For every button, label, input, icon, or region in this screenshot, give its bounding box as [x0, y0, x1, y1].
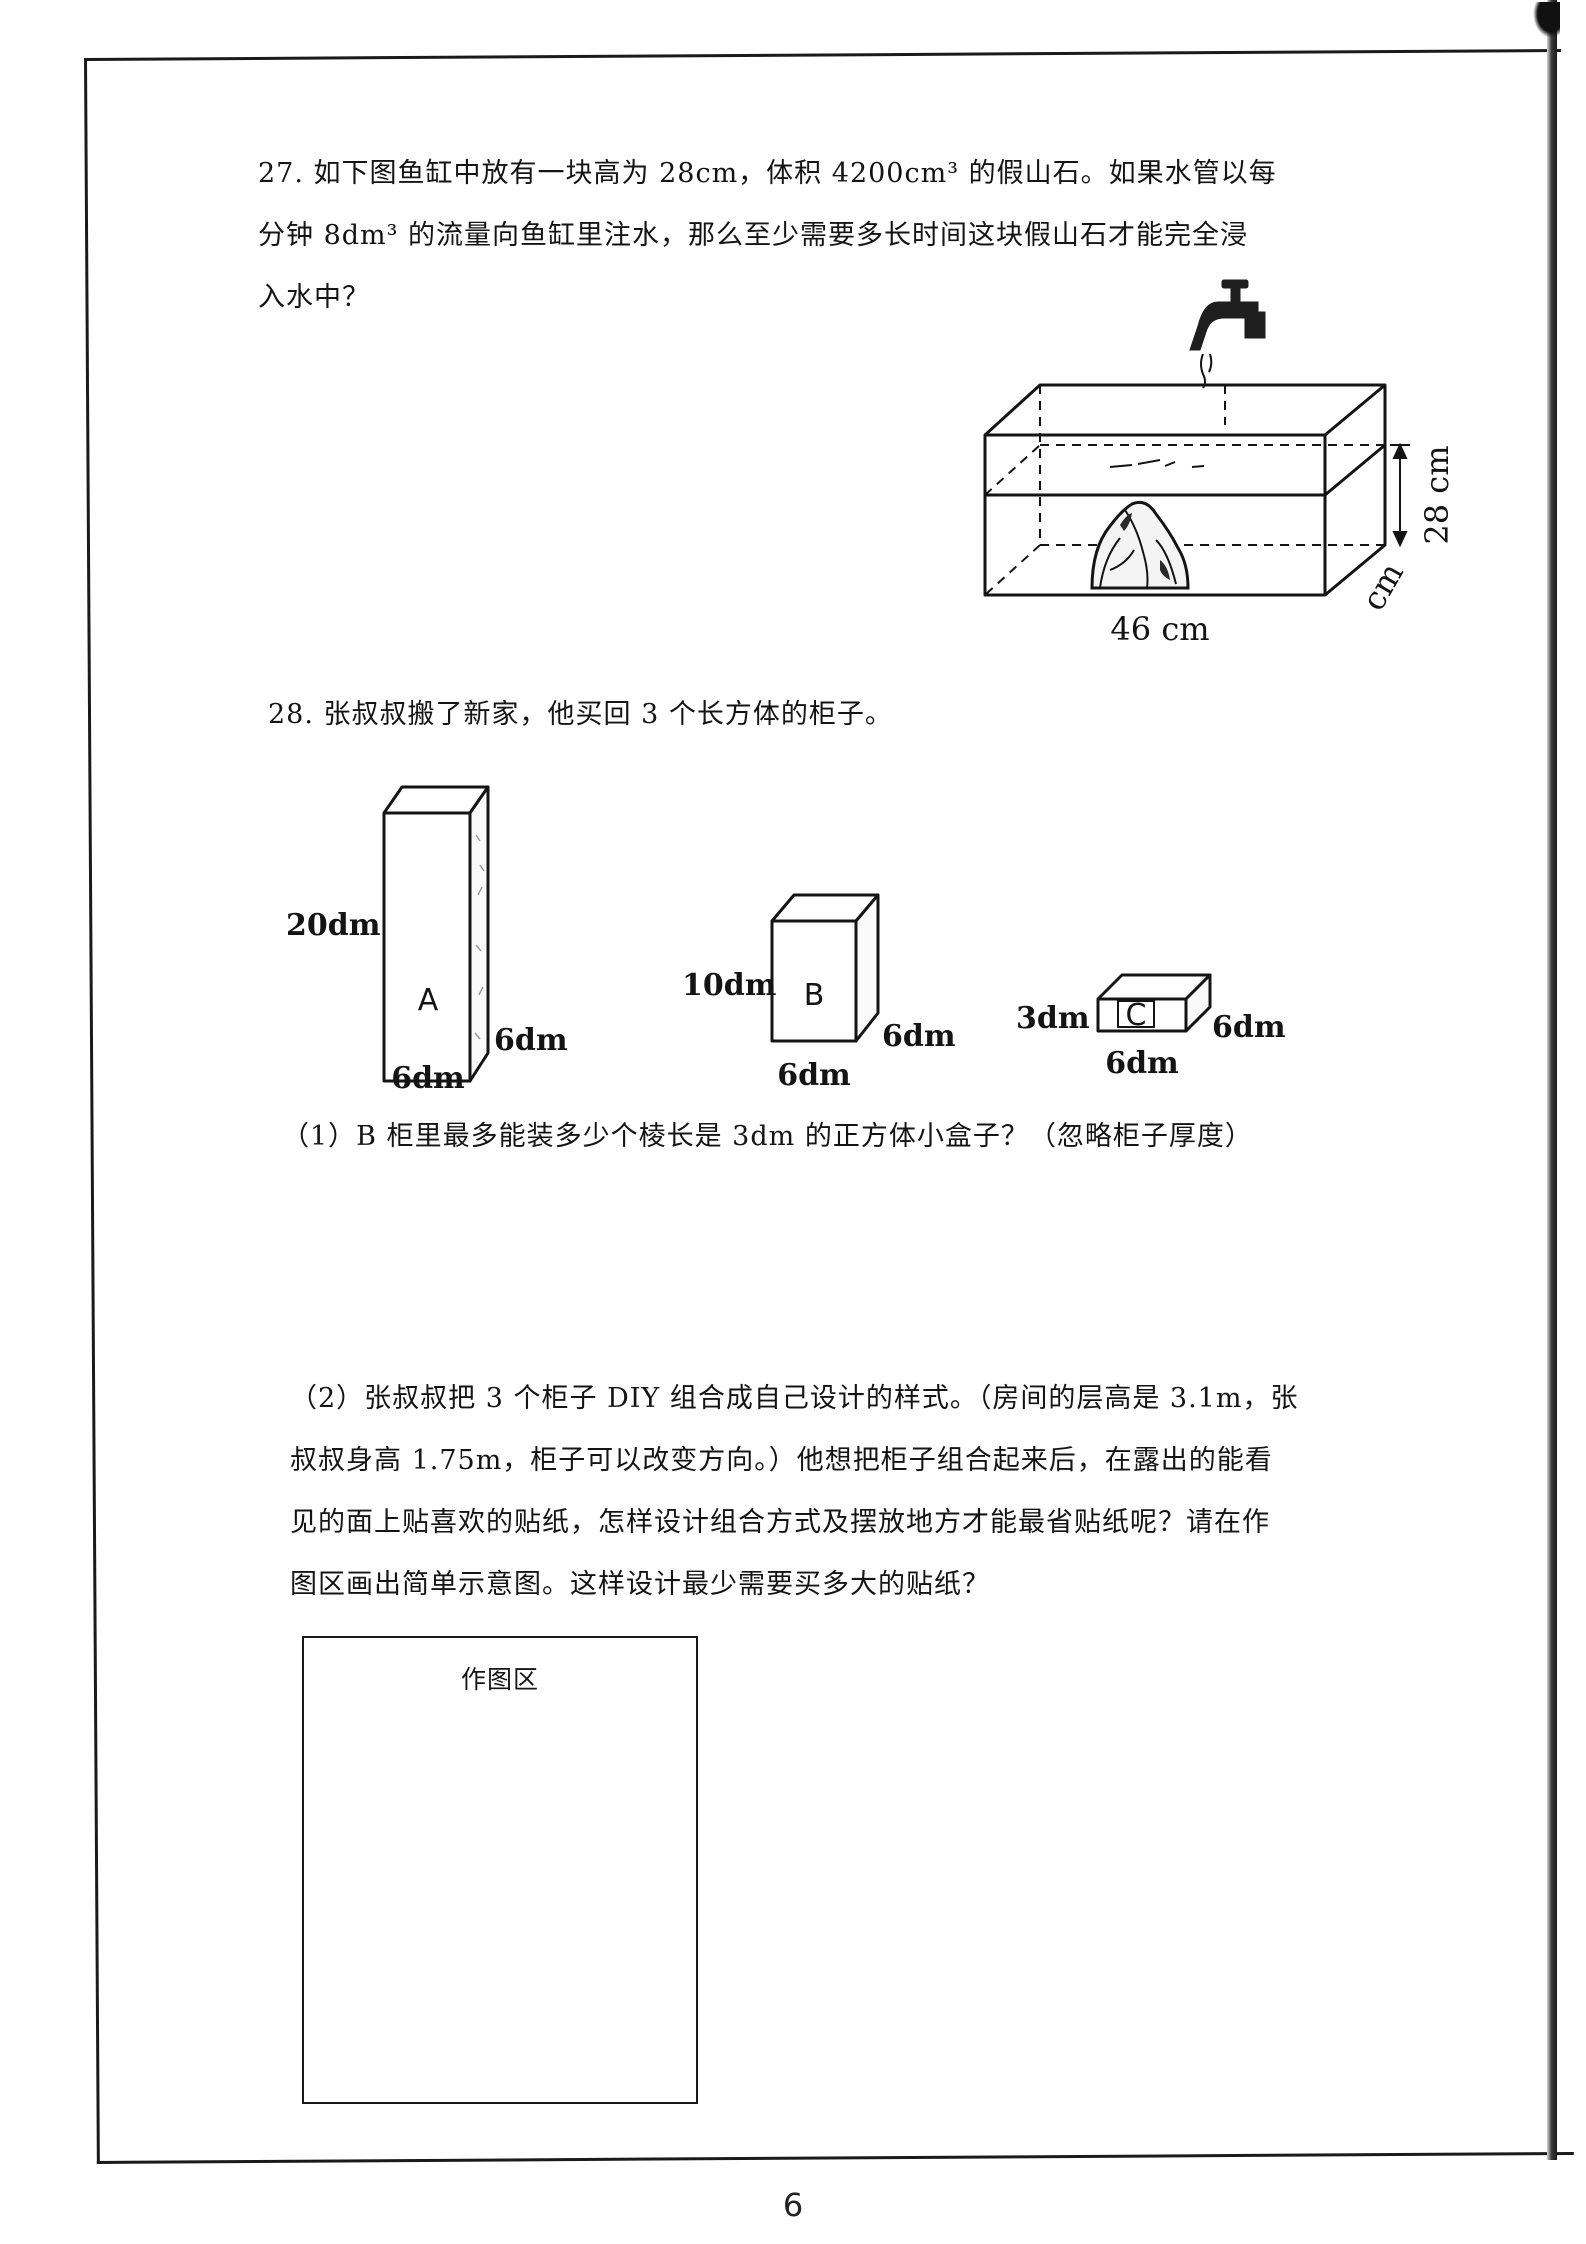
cabinet-b-letter: B	[804, 978, 825, 1013]
question-28-part-2: （2）张叔叔把 3 个柜子 DIY 组合成自己设计的样式。（房间的层高是 3.1…	[290, 1368, 1460, 1616]
tank-water-line	[985, 443, 1386, 497]
question-28-part-2-line-4: 图区画出简单示意图。这样设计最少需要买多大的贴纸？	[290, 1569, 990, 1600]
drawing-area-title: 作图区	[460, 1665, 539, 1694]
question-27-text: 27. 如下图鱼缸中放有一块高为 28cm，体积 4200cm³ 的假山石。如果…	[258, 143, 1438, 329]
cabinet-a-side-texture	[474, 834, 485, 1040]
question-28-part-1-line: （1）B 柜里最多能装多少个棱长是 3dm 的正方体小盒子？（忽略柜子厚度）	[282, 1121, 1253, 1152]
question-28-part-2-line-1: （2）张叔叔把 3 个柜子 DIY 组合成自己设计的样式。（房间的层高是 3.1…	[290, 1383, 1299, 1414]
rock-icon	[1090, 500, 1190, 590]
cabinet-b: B 10dm 6dm 6dm	[682, 893, 956, 1093]
faucet-icon	[1189, 279, 1266, 351]
cabinet-c-width-label: 6dm	[1105, 1046, 1179, 1081]
water-stream	[1200, 353, 1213, 389]
cabinet-a: A 20dm 6dm 6dm	[286, 785, 568, 1096]
cabinet-a-depth-label: 6dm	[494, 1023, 568, 1058]
scan-edge-shadow	[1547, 0, 1557, 2160]
cabinet-a-letter: A	[418, 983, 439, 1018]
question-27-line-2: 分钟 8dm³ 的流量向鱼缸里注水，那么至少需要多长时间这块假山石才能完全浸	[258, 220, 1249, 251]
tank-length-label: 46 cm	[1110, 610, 1209, 648]
cabinet-c: C 3dm 6dm 6dm	[1016, 973, 1286, 1081]
cabinet-b-height-label: 10dm	[682, 968, 777, 1003]
cabinet-a-height-label: 20dm	[286, 908, 381, 943]
cabinet-c-depth-label: 6dm	[1212, 1010, 1286, 1045]
fish-tank-figure: 28 cm cm 46 cm	[983, 279, 1456, 648]
cabinet-c-height-label: 3dm	[1016, 1001, 1090, 1036]
question-27-line-3: 入水中？	[258, 282, 370, 313]
question-28-part-2-line-3: 见的面上贴喜欢的贴纸，怎样设计组合方式及摆放地方才能最省贴纸呢？请在作	[290, 1507, 1270, 1538]
height-dimension-arrow	[1390, 442, 1410, 548]
cabinets-figure: A 20dm 6dm 6dm B 10dm 6dm 6dm C 3dm 6dm …	[286, 785, 1286, 1096]
question-28-part-1: （1）B 柜里最多能装多少个棱长是 3dm 的正方体小盒子？（忽略柜子厚度）	[282, 1106, 1432, 1168]
tank-height-label: 28 cm	[1418, 445, 1456, 544]
tank-top-face	[983, 383, 1387, 437]
cabinet-b-depth-label: 6dm	[882, 1019, 956, 1054]
tank-front-face	[983, 433, 1327, 597]
water-ripples	[1109, 459, 1205, 468]
cabinet-b-width-label: 6dm	[777, 1058, 851, 1093]
cabinet-a-width-label: 6dm	[391, 1061, 465, 1096]
scan-corner-mark	[1530, 2, 1560, 42]
drawing-area-box[interactable]: 作图区	[302, 1636, 698, 2104]
question-28-part-2-line-2: 叔叔身高 1.75m，柜子可以改变方向。）他想把柜子组合起来后，在露出的能看	[290, 1445, 1273, 1476]
cabinet-c-letter: C	[1126, 998, 1147, 1033]
tank-hidden-edges	[984, 385, 1385, 596]
question-27-line-1: 27. 如下图鱼缸中放有一块高为 28cm，体积 4200cm³ 的假山石。如果…	[258, 158, 1277, 189]
question-28-stem: 28. 张叔叔搬了新家，他买回 3 个长方体的柜子。	[268, 684, 1368, 746]
page-number: 6	[782, 2186, 804, 2224]
question-28-stem-line: 28. 张叔叔搬了新家，他买回 3 个长方体的柜子。	[268, 699, 893, 730]
